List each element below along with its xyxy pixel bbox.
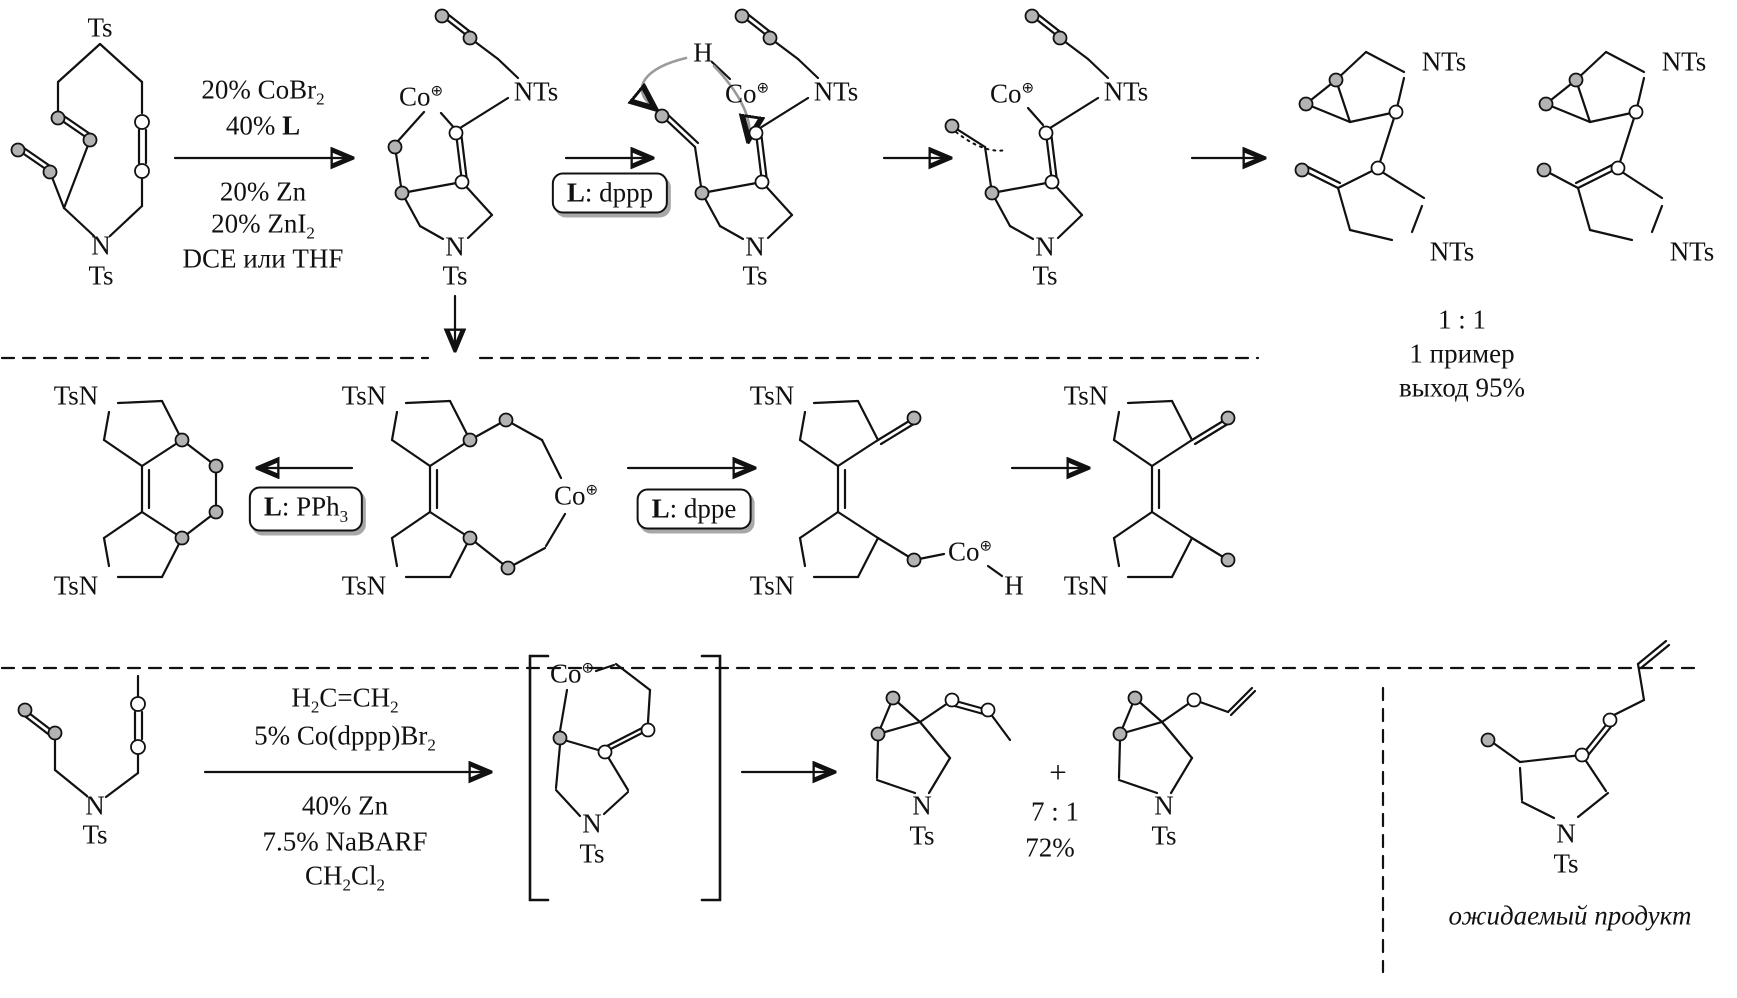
dppe-hydride-structure xyxy=(798,399,1004,579)
substrate-ts-bottom-label: Ts xyxy=(88,260,114,291)
dppe-product-structure xyxy=(1112,399,1236,579)
substrate-ts-top-label: Ts xyxy=(87,12,113,43)
row3-ratio-label: 7 : 1 xyxy=(1030,796,1080,827)
product-b-nts-bottom-label: NTs xyxy=(1669,236,1715,267)
cobaltacycle-n-label: N xyxy=(445,231,465,262)
row1-ratio-label: 1 : 1 xyxy=(1437,304,1487,335)
cobaltacycle-structure xyxy=(387,8,520,241)
pph3-product-tsn-top-label: TsN xyxy=(53,380,99,411)
ligand-box-dppe: L: dppe xyxy=(636,488,752,530)
pph3-product-tsn-bottom-label: TsN xyxy=(53,570,99,601)
condition-zn: 20% Zn xyxy=(219,176,307,207)
product-b-nts-top-label: NTs xyxy=(1661,46,1707,77)
substrate-n-label: N xyxy=(91,230,111,261)
cyclopropane-product-a xyxy=(1294,50,1426,242)
hydride-co-label: Co⊕ xyxy=(724,78,770,109)
expected-ts-label: Ts xyxy=(1553,848,1579,879)
pph3-product-structure xyxy=(102,399,224,579)
bracketed-cobaltacycle xyxy=(528,654,722,902)
product-major-ts-label: Ts xyxy=(909,820,935,851)
row1-yield-label: выход 95% xyxy=(1398,372,1526,403)
cobaltacycle-nts-label: NTs xyxy=(513,76,559,107)
product-minor-ts-label: Ts xyxy=(1151,820,1177,851)
bracket-ts-label: Ts xyxy=(579,838,605,869)
condition3-zn: 40% Zn xyxy=(301,790,389,821)
hydride-ts-label: Ts xyxy=(742,260,768,291)
row3-yield-label: 72% xyxy=(1025,832,1075,863)
condition-ligand: 40% L xyxy=(225,110,301,141)
hydride-n-label: N xyxy=(745,231,765,262)
central-tsn-bottom-label: TsN xyxy=(341,570,387,601)
allyl-co-label: Co⊕ xyxy=(989,78,1035,109)
hydride-h-label: H xyxy=(693,37,713,68)
condition-cobr2: 20% CoBr2 xyxy=(201,74,325,109)
condition3-catalyst: 5% Co(dppp)Br2 xyxy=(254,720,436,755)
hydride-intermediate-structure xyxy=(642,8,820,241)
bicyclic-product-minor xyxy=(1112,686,1257,795)
dppe-int-tsn-bottom-label: TsN xyxy=(749,570,795,601)
condition-solvent: DCE или THF xyxy=(182,243,344,274)
dppe-product-tsn-top-label: TsN xyxy=(1063,380,1109,411)
central-cobaltacycle-structure xyxy=(390,399,567,579)
ligand-box-dppp: L: dppp xyxy=(551,172,669,214)
condition3-ethylene: H2C=CH2 xyxy=(291,682,399,717)
cyclopropane-product-b xyxy=(1536,50,1664,242)
allyl-ts-label: Ts xyxy=(1032,260,1058,291)
expected-product-caption: ожидаемый продукт xyxy=(1448,900,1692,931)
macrocycle-substrate xyxy=(10,42,150,238)
central-tsn-top-label: TsN xyxy=(341,380,387,411)
dppe-int-h-label: H xyxy=(1004,570,1024,601)
condition3-nabarf: 7.5% NaBARF xyxy=(262,826,428,857)
bracket-n-label: N xyxy=(582,808,602,839)
product-minor-n-label: N xyxy=(1154,790,1174,821)
substrate3-n-label: N xyxy=(85,790,105,821)
central-co-label: Co⊕ xyxy=(553,480,599,511)
bicyclic-product-major xyxy=(870,690,1012,795)
allyl-nts-label: NTs xyxy=(1103,76,1149,107)
cobaltacycle-ts-label: Ts xyxy=(442,260,468,291)
allyl-cobalt-intermediate-structure xyxy=(944,8,1110,241)
expected-n-label: N xyxy=(1556,818,1576,849)
bracket-co-label: Co⊕ xyxy=(549,658,595,689)
product-major-n-label: N xyxy=(912,790,932,821)
plus-sign: + xyxy=(1049,754,1067,790)
row1-examples-label: 1 пример xyxy=(1409,338,1515,369)
hydride-nts-label: NTs xyxy=(813,76,859,107)
ligand-box-pph3: L: PPh3 xyxy=(248,486,364,532)
expected-product-structure xyxy=(1480,639,1671,820)
cobaltacycle-co-label: Co⊕ xyxy=(398,81,444,112)
condition3-solvent: CH2Cl2 xyxy=(304,860,386,895)
product-a-nts-top-label: NTs xyxy=(1421,46,1467,77)
product-a-nts-bottom-label: NTs xyxy=(1429,236,1475,267)
substrate3-ts-label: Ts xyxy=(82,819,108,850)
dppe-int-co-label: Co⊕ xyxy=(947,536,993,567)
dppe-product-tsn-bottom-label: TsN xyxy=(1063,570,1109,601)
allyl-n-label: N xyxy=(1035,231,1055,262)
dppe-int-tsn-top-label: TsN xyxy=(749,380,795,411)
aminodiene-substrate xyxy=(17,674,146,799)
condition-zni2: 20% ZnI2 xyxy=(211,208,315,243)
